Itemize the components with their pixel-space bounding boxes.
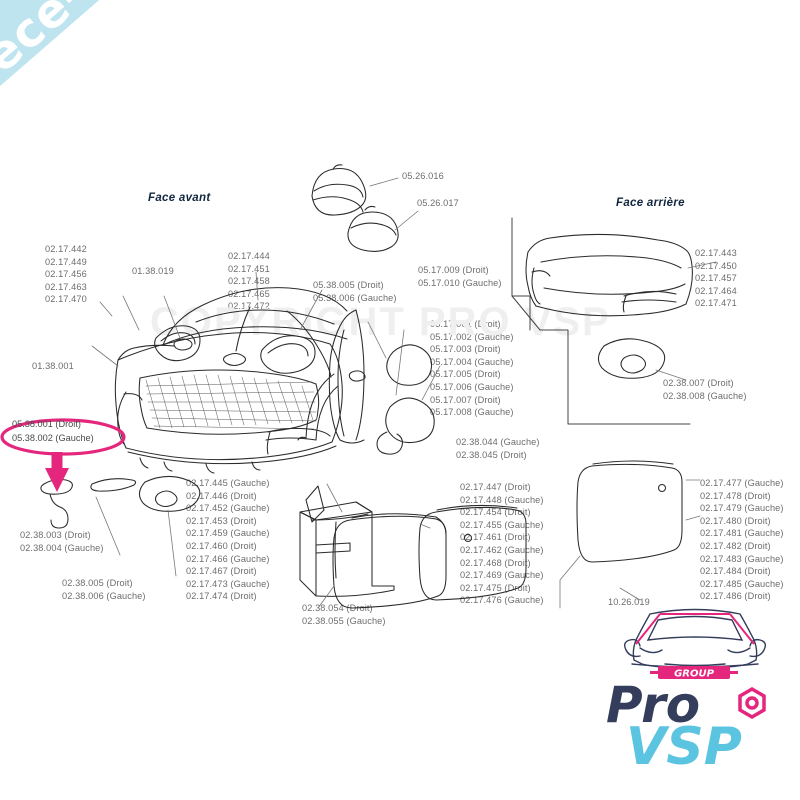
label-front-left-column: 02.17.442 02.17.449 02.17.456 02.17.463 … [45, 244, 87, 305]
car-silhouette [623, 608, 767, 669]
label-door-right-column: 02.17.477 (Gauche) 02.17.478 (Droit) 02.… [700, 478, 784, 602]
label-front-panel-code: 01.38.001 [32, 361, 74, 371]
label-highlight-selected: 05.38.002 (Gauche) [12, 433, 94, 443]
logo-group-band: GROUP [650, 666, 738, 680]
label-lamp-upper: 05.26.016 [402, 171, 444, 181]
front-section-title: Face avant [148, 192, 211, 204]
label-rear-column: 02.17.443 02.17.450 02.17.457 02.17.464 … [695, 248, 737, 309]
label-hood-code: 01.38.019 [132, 266, 174, 276]
label-grille-pair: 02.38.005 (Droit) 02.38.006 (Gauche) [62, 578, 146, 601]
rear-section-title: Face arrière [616, 197, 685, 209]
logo-pro-text: Pro [606, 676, 700, 734]
label-windshield-column: 02.17.444 02.17.451 02.17.458 02.17.465 … [228, 251, 270, 312]
logo-group-text: GROUP [674, 669, 715, 680]
label-fender-pair: 05.38.005 (Droit) 05.38.006 (Gauche) [313, 280, 397, 303]
label-trim-pair: 02.38.044 (Gauche) 02.38.045 (Droit) [456, 437, 540, 460]
logo-vsp-text: VSP [626, 717, 742, 770]
label-door-left-column: 02.17.445 (Gauche) 02.17.446 (Droit) 02.… [186, 478, 270, 602]
label-highlight-top: 05.38.001 (Droit) [12, 419, 81, 429]
logo-hex-icon [738, 686, 766, 720]
label-mirror-column: 05.17.001 (Droit) 05.17.002 (Gauche) 05.… [430, 319, 514, 418]
label-bracket-pair: 02.38.003 (Droit) 02.38.004 (Gauche) [20, 530, 104, 553]
label-rear-fog-pair: 02.38.007 (Droit) 02.38.008 (Gauche) [663, 378, 747, 401]
label-windshield-glass-code: 10.26.019 [608, 597, 650, 607]
label-lamp-lower: 05.26.017 [417, 198, 459, 208]
ghost-watermark: COPYRIGHT PRO VSP [150, 300, 611, 344]
label-mirror-glass-pair: 05.17.009 (Droit) 05.17.010 (Gauche) [418, 265, 502, 288]
provsp-logo: GROUP Pro VSP [606, 666, 766, 770]
